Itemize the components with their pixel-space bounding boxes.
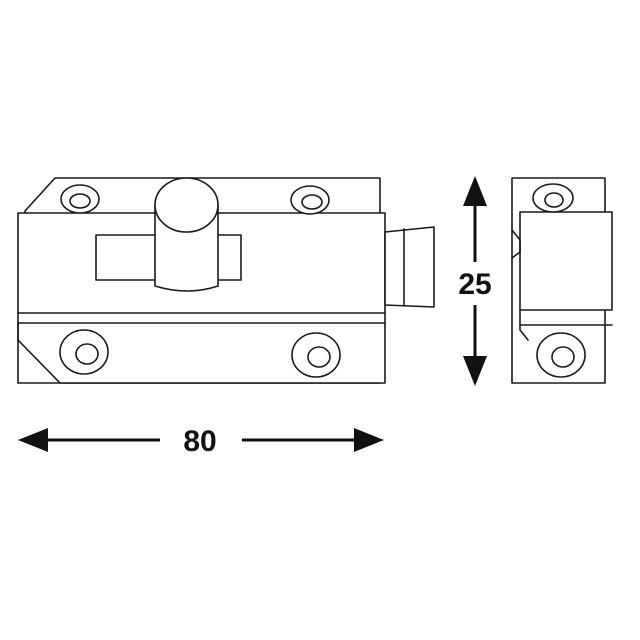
width-label: 80 — [183, 425, 216, 458]
screw-hole — [532, 183, 574, 213]
screw-hole — [60, 184, 100, 214]
keeper-box — [519, 211, 613, 311]
bolt-body — [17, 177, 435, 384]
arrow-right-icon — [354, 428, 384, 452]
keeper — [511, 177, 613, 384]
bolt-knob-top — [154, 177, 219, 233]
height-dimension: 25 — [458, 176, 492, 386]
screw-hole — [536, 332, 586, 378]
keeper-bevel — [519, 309, 529, 341]
arrow-up-icon — [463, 176, 487, 206]
arrow-left-icon — [18, 428, 48, 452]
housing-chamfer — [17, 322, 61, 384]
bolt-bar — [384, 226, 435, 308]
arrow-down-icon — [463, 356, 487, 386]
screw-hole — [291, 332, 341, 378]
screw-hole — [290, 185, 330, 215]
screw-hole — [59, 329, 109, 375]
height-label: 25 — [458, 268, 491, 301]
keeper-bevel — [511, 229, 521, 259]
width-dimension: 80 — [18, 425, 384, 458]
